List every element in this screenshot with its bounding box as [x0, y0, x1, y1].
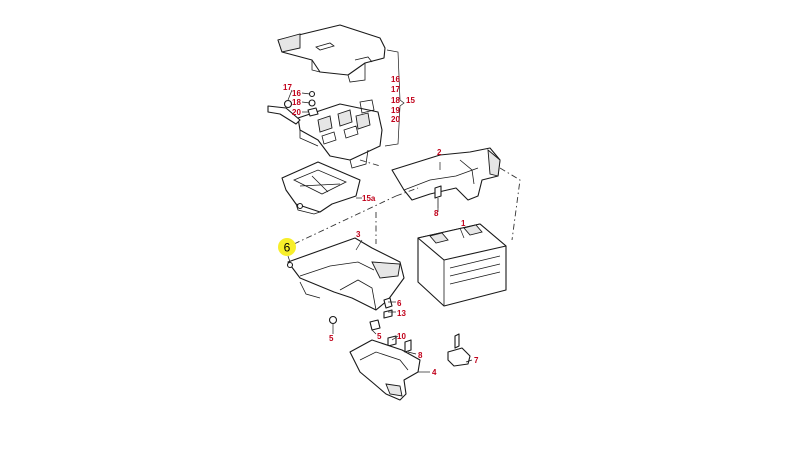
callout-20-right: 20	[391, 115, 400, 124]
clamp	[447, 333, 471, 367]
callout-7: 7	[474, 356, 479, 365]
small-fasteners	[283, 90, 319, 117]
lower-trim-panel	[286, 237, 405, 311]
callout-5-right: 5	[377, 332, 382, 341]
callout-15a: 15a	[362, 194, 376, 203]
callout-leaders	[287, 89, 473, 373]
callout-18-right: 18	[391, 96, 400, 105]
callout-3: 3	[356, 230, 361, 239]
fuse-box-lid	[277, 24, 386, 83]
callout-20-left: 20	[292, 108, 301, 117]
callout-1: 1	[461, 219, 466, 228]
battery-tray	[281, 161, 361, 215]
highlight-marker: 6	[278, 238, 296, 256]
cable-guide-cover	[391, 147, 501, 201]
panel-fasteners	[328, 297, 397, 347]
callout-8-lower: 8	[418, 351, 423, 360]
callout-labels: 17 16 18 20 16 17 18 15 19 20 15a 2 8 1 …	[283, 75, 479, 377]
callout-2: 2	[437, 148, 442, 157]
bolts	[404, 185, 442, 353]
callout-13: 13	[397, 309, 406, 318]
fuse-relay-carrier	[267, 99, 383, 169]
callout-15: 15	[406, 96, 415, 105]
callout-16-left: 16	[292, 89, 301, 98]
callout-10: 10	[397, 332, 406, 341]
callout-4: 4	[432, 368, 437, 377]
callout-5-left: 5	[329, 334, 334, 343]
callout-18-left: 18	[292, 98, 301, 107]
callout-6: 6	[397, 299, 402, 308]
lower-bracket	[349, 339, 421, 401]
highlight-marker-label: 6	[284, 241, 291, 255]
callout-17-left: 17	[283, 83, 292, 92]
callout-8-upper: 8	[434, 209, 439, 218]
bracket-15	[384, 49, 405, 147]
callout-17-right: 17	[391, 85, 400, 94]
battery	[417, 223, 507, 307]
callout-19: 19	[391, 106, 400, 115]
alignment-lines	[293, 159, 521, 245]
callout-16-right: 16	[391, 75, 400, 84]
